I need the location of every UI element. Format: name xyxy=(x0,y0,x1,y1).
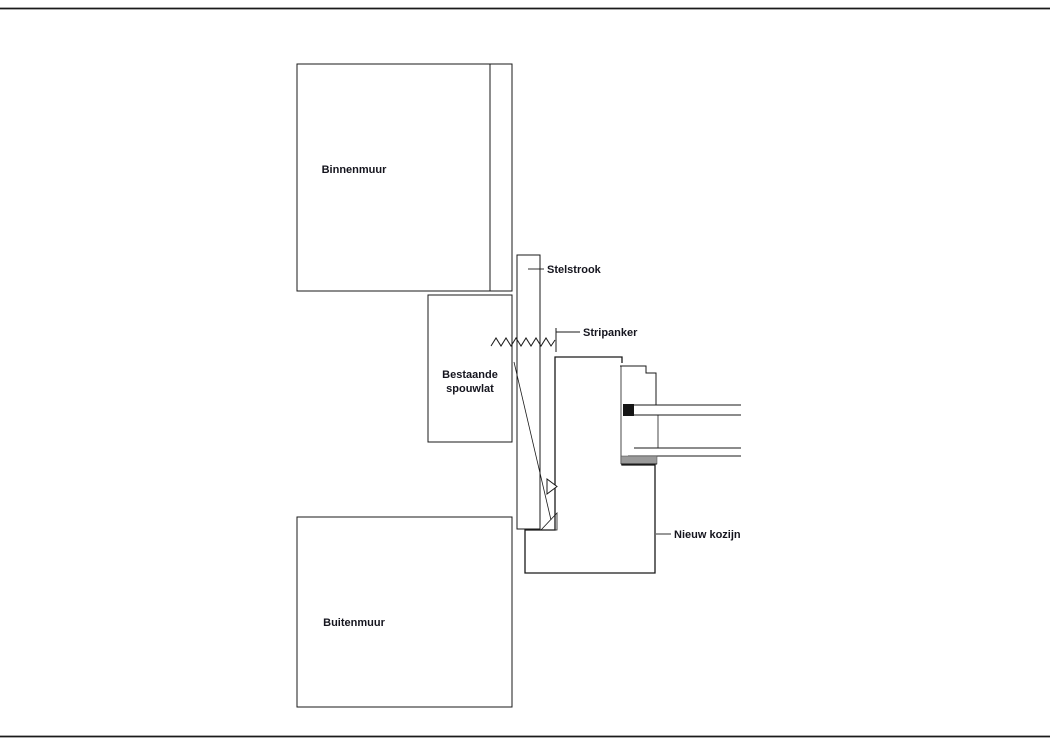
alignment-triangle-marker xyxy=(546,478,558,495)
spouwlat-block: Bestaande spouwlat xyxy=(427,294,513,443)
spouwlat-body xyxy=(427,294,513,443)
sealant-strip xyxy=(620,455,658,465)
glazing-seal-block xyxy=(623,404,634,416)
binnenmuur-inner-strip xyxy=(489,63,513,292)
buitenmuur-wall: Buitenmuur xyxy=(296,516,513,708)
binnenmuur-wall: Binnenmuur xyxy=(296,63,513,292)
binnenmuur-label: Binnenmuur xyxy=(322,164,387,176)
profile-top-step xyxy=(620,365,657,405)
buitenmuur-hatch-area xyxy=(296,516,513,708)
buitenmuur-label-backing xyxy=(312,613,396,629)
kozijn-label: Nieuw kozijn xyxy=(674,529,741,541)
binnenmuur-hatch-area xyxy=(296,63,491,292)
stripanker-label: Stripanker xyxy=(583,327,638,339)
stelstrook-label: Stelstrook xyxy=(547,264,602,276)
binnenmuur-label-backing xyxy=(309,160,399,176)
stripanker-zigzag xyxy=(490,337,556,347)
stelstrook-strip: Stelstrook xyxy=(513,254,602,530)
stripanker-anchor: Stripanker xyxy=(490,327,638,352)
stelstrook-body xyxy=(516,254,541,530)
buitenmuur-label: Buitenmuur xyxy=(323,617,385,629)
spouwlat-label-line2: spouwlat xyxy=(446,383,494,395)
spouwlat-label-line1: Bestaande xyxy=(442,369,498,381)
window-frame-profile xyxy=(620,363,741,465)
cavity-diagonal-line xyxy=(513,361,552,521)
kozijn-seal-wedge xyxy=(540,511,558,531)
